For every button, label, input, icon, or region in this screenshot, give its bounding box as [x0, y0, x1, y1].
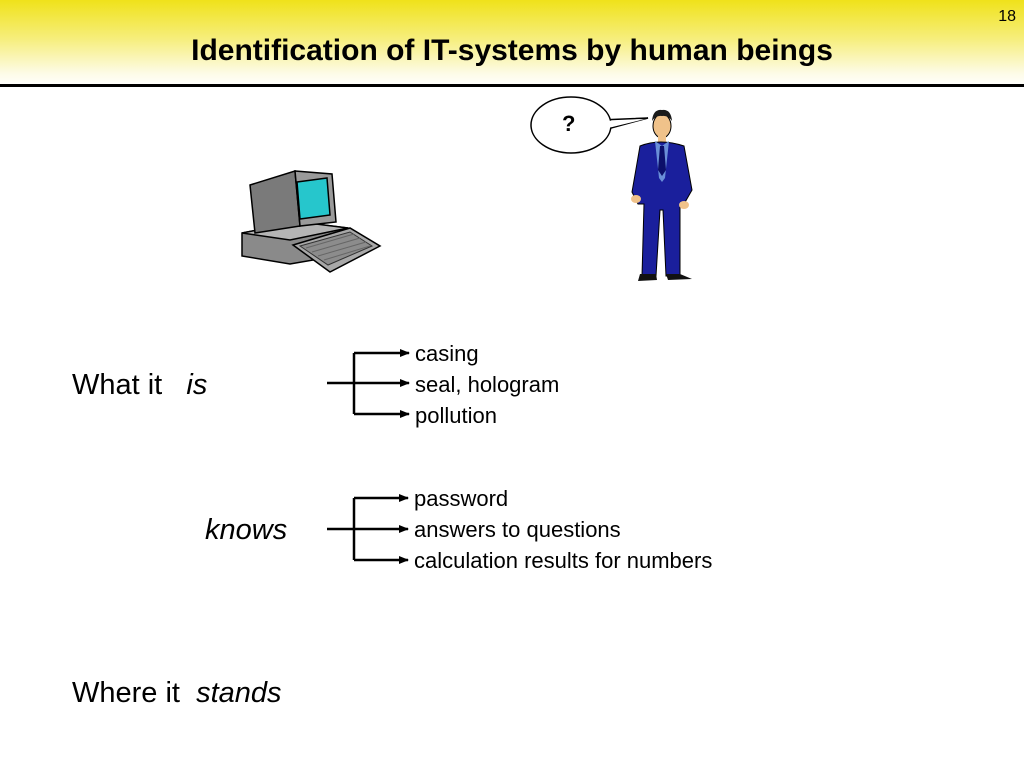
label-knows: knows	[205, 513, 287, 547]
computer-icon	[241, 170, 382, 273]
title-header: Identification of IT-systems by human be…	[0, 0, 1024, 86]
list-item: seal, hologram	[415, 372, 560, 397]
businessman-icon	[631, 109, 693, 281]
list-item: casing	[415, 341, 479, 366]
list-item: calculation results for numbers	[414, 548, 713, 573]
label-where-it-stands: Where it stands	[72, 676, 282, 710]
speech-bubble	[530, 96, 649, 154]
page-number: 18	[998, 8, 1016, 25]
header-divider	[0, 84, 1024, 87]
list-item: password	[414, 486, 509, 511]
slide-title: Identification of IT-systems by human be…	[191, 34, 833, 67]
label-what-it-is: What it is	[72, 368, 207, 402]
list-item: pollution	[415, 403, 497, 428]
label-prefix: What it	[72, 369, 163, 401]
speech-bubble-question-mark: ?	[562, 111, 576, 136]
label-prefix: Where it	[72, 677, 180, 709]
label-verb: is	[186, 369, 208, 401]
bracket-is	[327, 349, 410, 418]
list-item: answers to questions	[414, 517, 621, 542]
label-verb: knows	[205, 514, 288, 546]
bracket-knows	[327, 494, 409, 564]
label-verb: stands	[196, 677, 282, 709]
